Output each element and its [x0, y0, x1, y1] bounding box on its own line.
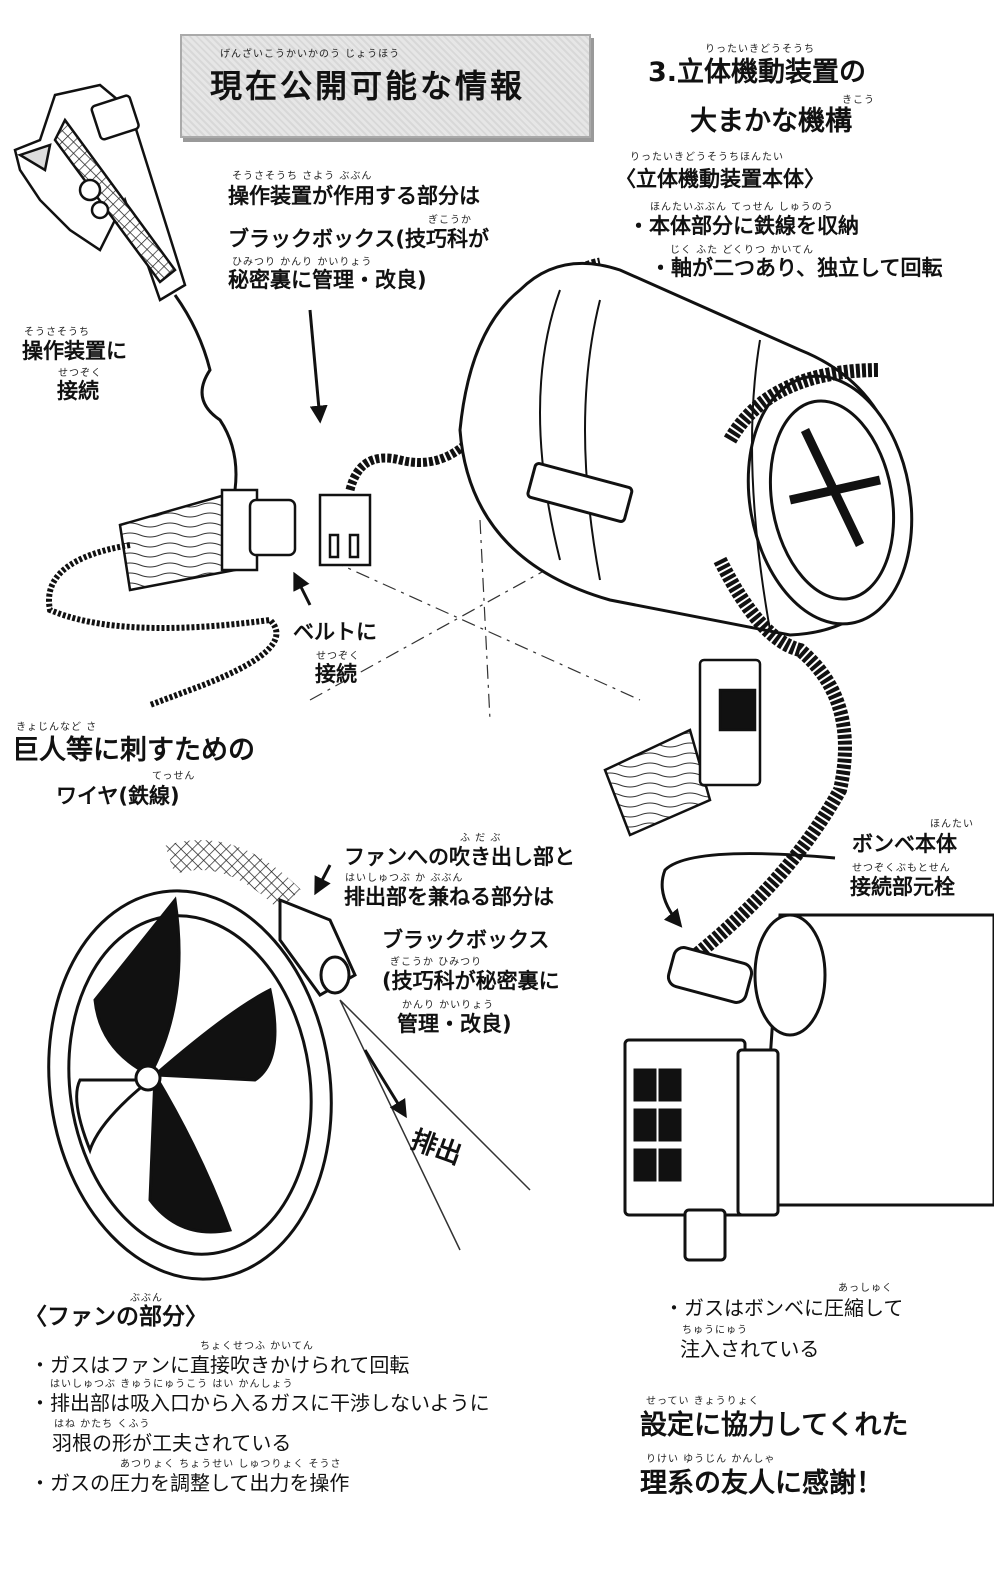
drum-strap [685, 363, 881, 966]
belt-ruby-2: せつぞく [316, 651, 360, 662]
body-section-header: 〈立体機動装置本体〉 [615, 167, 825, 191]
controller-line-1: 操作装置に [22, 339, 127, 363]
controller-line-2: 接続 [57, 379, 99, 403]
fan-outlet-ruby-2: はいしゅつぶ か ぶぶん [345, 873, 464, 884]
trigger-grip-drawing [13, 83, 187, 302]
cylinder-line-1: ボンベ本体 [852, 832, 957, 856]
arrow-cylinder-valve [660, 852, 836, 928]
fan-outlet-line-2: 排出部を兼ねる部分は [344, 885, 554, 909]
title-box [180, 34, 591, 138]
fan-drawing [47, 889, 333, 1281]
drum-body [458, 261, 914, 637]
black-box-ruby-3: ひみつり かんり かいりょう [232, 257, 373, 268]
heading-line-1: 3.立体機動装置の [648, 57, 867, 88]
wire-line-2: ワイヤ(鉄線) [56, 784, 180, 808]
cylinder-ruby-2: せつぞくぶもとせん [852, 863, 951, 874]
fan-item-3: ・ガスの圧力を調整して出力を操作 [30, 1471, 350, 1495]
fan-item-2: ・排出部は吸入口から入るガスに干渉しないように [30, 1391, 490, 1415]
gas-line-2: 注入されている [680, 1337, 820, 1361]
fan-item-1: ・ガスはファンに直接吹きかけられて回転 [30, 1353, 410, 1377]
body-item2-ruby: じく ふた どくりつ かいてん [670, 245, 815, 256]
wire-ruby-1: きょじんなど さ [16, 722, 98, 733]
fan-outlet-nozzle [278, 897, 357, 997]
heading-line-2: 大まかな機構 [690, 106, 852, 137]
controller-ruby-1: そうさそうち [24, 327, 90, 338]
wire-to-drum [345, 257, 602, 492]
arrow-fan-outlet [314, 864, 332, 896]
fan-outlet-ruby-1: ふ だ ぶ [460, 833, 502, 844]
left-blade-holder [118, 488, 372, 592]
black-box-line-3: 秘密裏に管理・改良) [228, 268, 427, 292]
black-box-ruby-2: ぎこうか [428, 215, 472, 226]
gas-ruby-2: ちゅうにゅう [682, 1325, 748, 1336]
right-blade-holder [603, 658, 762, 837]
body-item-1: ・本体部分に鉄線を収納 [628, 214, 859, 238]
title-ruby: げんざいこうかいかのう じょうほう [220, 49, 401, 60]
page-title: 現在公開可能な情報 [210, 67, 526, 105]
black-box-ruby-1: そうさそうち さよう ぶぶん [232, 171, 373, 182]
fan-outlet-line-4: (技巧科が秘密裏に [382, 969, 560, 993]
fan-item3-ruby: あつりょく ちょうせい しゅつりょく そうさ [120, 1459, 342, 1470]
fan-outlet-line-1: ファンへの吹き出し部と [344, 845, 575, 869]
thanks-ruby-2: りけい ゆうじん かんしゃ [646, 1454, 776, 1465]
fan-mesh-band [165, 840, 301, 911]
wire-line-1: 巨人等に刺すための [12, 735, 255, 766]
black-box-line-2: ブラックボックス(技巧科が [228, 227, 489, 251]
controller-ruby-2: せつぞく [58, 368, 102, 379]
fan-section-ruby: ぶぶん [130, 1293, 163, 1304]
fan-outlet-ruby-4: ぎこうか ひみつり [390, 957, 483, 968]
gas-line-1: ・ガスはボンベに圧縮して [664, 1296, 904, 1320]
heading-ruby-1: りったいきどうそうち [705, 44, 815, 55]
fan-outlet-ruby-5: かんり かいりょう [402, 1000, 495, 1011]
cylinder-ruby-1: ほんたい [930, 819, 974, 830]
thanks-line-1: 設定に協力してくれた [640, 1410, 909, 1441]
fan-item2b-ruby: はね かたち くふう [54, 1419, 151, 1430]
belt-line-1: ベルトに [293, 620, 377, 644]
gas-cylinder-drawing [623, 913, 994, 1262]
exhaust-stream [339, 999, 531, 1251]
fan-section-header: 〈ファンの部分〉 [24, 1304, 208, 1330]
cylinder-line-2: 接続部元栓 [850, 875, 955, 899]
thanks-ruby-1: せってい きょうりょく [646, 1396, 760, 1407]
fan-item-2b: 羽根の形が工夫されている [52, 1431, 292, 1455]
wire-left [46, 542, 280, 708]
exhaust-arrow [363, 1049, 407, 1119]
fan-item1-ruby: ちょくせつふ かいてん [200, 1341, 314, 1352]
heading-ruby-2: きこう [842, 95, 875, 106]
fan-item2-ruby: はいしゅつぶ きゅうにゅうこう はい かんしょう [50, 1379, 294, 1390]
grip-cable [173, 294, 238, 491]
belt-line-2: 接続 [315, 662, 357, 686]
arrow-belt [293, 571, 312, 606]
gas-ruby-1: あっしゅく [838, 1283, 893, 1294]
body-item1-ruby: ほんたいぶぶん てっせん しゅうのう [650, 202, 834, 213]
arrow-down-black-box [308, 309, 328, 424]
fan-outlet-line-5: 管理・改良) [397, 1012, 512, 1036]
body-section-ruby: りったいきどうそうちほんたい [630, 152, 784, 163]
thanks-line-2: 理系の友人に感謝！ [640, 1468, 883, 1499]
fan-outlet-line-3: ブラックボックス [382, 928, 550, 952]
body-item-2: ・軸が二つあり、独立して回転 [650, 256, 943, 280]
axis-lines [309, 519, 641, 721]
black-box-line-1: 操作装置が作用する部分は [228, 184, 480, 208]
wire-ruby-2: てっせん [152, 771, 196, 782]
